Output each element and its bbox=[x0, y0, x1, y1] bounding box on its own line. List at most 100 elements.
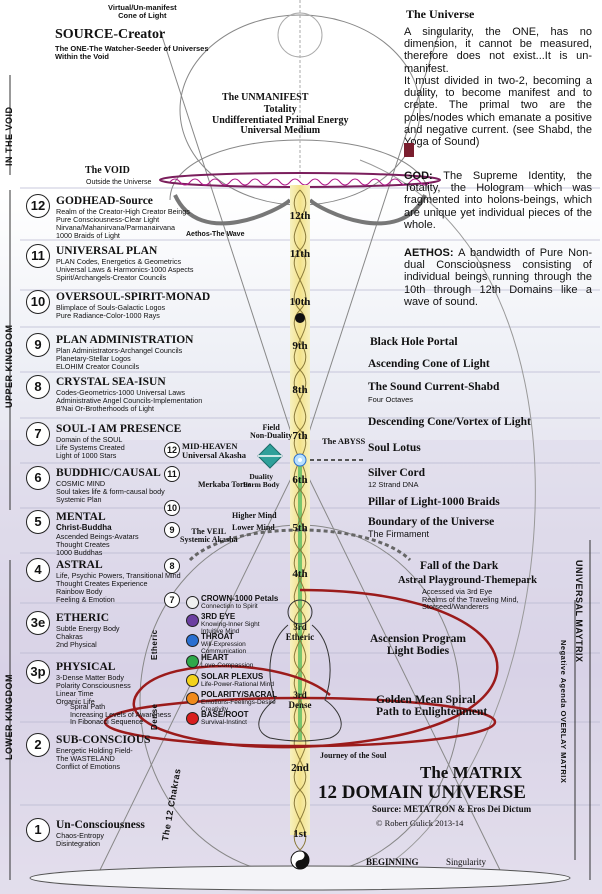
fall-label: Fall of the Dark bbox=[420, 560, 499, 572]
god-label: GOD: bbox=[404, 170, 433, 182]
label-upper-kingdom: UPPER KINGDOM bbox=[4, 324, 14, 408]
aethos-text: A bandwidth of Pure Non-dual Consciousne… bbox=[404, 247, 592, 308]
domain-number: 8 bbox=[26, 375, 50, 399]
domain-line: Pure Radiance-Color-1000 Rays bbox=[56, 311, 160, 320]
dna-braids bbox=[293, 189, 307, 851]
domain-title: MENTAL bbox=[56, 511, 106, 523]
unmanifest-label: The UNMANIFEST bbox=[222, 92, 309, 103]
black-hole-label: Black Hole Portal bbox=[370, 336, 458, 348]
domain-title: UNIVERSAL PLAN bbox=[56, 245, 158, 257]
dna-label: 12 Strand DNA bbox=[368, 480, 419, 489]
domain-line: Thought Creates bbox=[56, 540, 110, 549]
source-credit: Source: METATRON & Eros Dei Dictum bbox=[372, 804, 532, 814]
domain-line: COSMIC MIND bbox=[56, 479, 106, 488]
astral-playground-label: Astral Playground-Themepark bbox=[398, 575, 537, 586]
domain-number: 11 bbox=[26, 244, 50, 268]
domain-universe-title: 12 DOMAIN UNIVERSE bbox=[318, 782, 526, 803]
higher-mind-label: Higher Mind bbox=[232, 511, 277, 520]
veil-label: The VEIL Systemic Akasha bbox=[180, 527, 238, 545]
domain-line: Subtle Energy Body bbox=[56, 624, 120, 633]
copyright-label: © Robert Gulick 2013-14 bbox=[376, 818, 464, 828]
domain-line: Systemic Plan bbox=[56, 495, 102, 504]
domain-title: ETHERIC bbox=[56, 612, 110, 624]
domain-line: Soul takes life & form-causal body bbox=[56, 487, 165, 496]
domain-subtitle: Christ-Buddha bbox=[56, 523, 112, 532]
source-title: SOURCE-Creator bbox=[55, 27, 166, 42]
aethos-arc-left bbox=[173, 194, 292, 226]
domain-title: CRYSTAL SEA-ISUN bbox=[56, 376, 166, 388]
domain-number: 3p bbox=[26, 660, 50, 684]
column-domain-label: 12th bbox=[289, 210, 311, 222]
domain-line: Ascended Beings-Avatars bbox=[56, 532, 139, 541]
soul-lotus-label: Soul Lotus bbox=[368, 442, 421, 454]
domain-line: Life, Psychic Powers, Transitional Mind bbox=[56, 571, 181, 580]
mid-number-11: 11 bbox=[164, 466, 180, 482]
label-in-the-void: IN THE VOID bbox=[4, 106, 14, 166]
domain-line: Linear Time bbox=[56, 689, 94, 698]
chakra-name: SOLAR PLEXUS bbox=[201, 672, 264, 681]
domain-line: Chaos-Entropy bbox=[56, 831, 104, 840]
domain-line: Planetary-Stellar Logos bbox=[56, 354, 131, 363]
mid-number-12: 12 bbox=[164, 442, 180, 458]
pillar-label: Pillar of Light-1000 Braids bbox=[368, 496, 500, 508]
ascending-cone-label: Ascending Cone of Light bbox=[368, 358, 490, 370]
chakra-dot bbox=[186, 614, 199, 627]
abyss-label: The ABYSS bbox=[322, 436, 366, 446]
beginning-label: BEGINNING bbox=[366, 857, 419, 867]
void-title: The VOID bbox=[85, 165, 130, 176]
field-nonduality-label: Field Non-Duality bbox=[250, 423, 293, 441]
domain-number: 6 bbox=[26, 466, 50, 490]
duality-diamond-icon bbox=[257, 443, 283, 469]
mid-number-9: 9 bbox=[164, 522, 180, 538]
golden-spiral-label: Golden Mean Spiral Path to Enlightenment bbox=[376, 694, 488, 719]
chakra-description: Will-Expression Communication bbox=[201, 641, 247, 655]
domain-number: 7 bbox=[26, 422, 50, 446]
domain-line: Organic Life bbox=[56, 697, 95, 706]
column-domain-label: 2nd bbox=[291, 762, 309, 774]
domain-title: GODHEAD-Source bbox=[56, 195, 153, 207]
lower-mind-label: Lower Mind bbox=[232, 523, 275, 532]
domain-line: Rainbow Body bbox=[56, 587, 103, 596]
chakra-name: 3RD EYE bbox=[201, 612, 236, 621]
aethos-label: AETHOS: bbox=[404, 247, 454, 259]
domain-line: Feeling & Emotion bbox=[56, 595, 115, 604]
sound-current-label: The Sound Current-Shabd bbox=[368, 381, 500, 393]
astral-playground-sub: Accessed via 3rd Eye Realms of the Trave… bbox=[422, 587, 519, 612]
chakra-name: HEART bbox=[201, 653, 229, 662]
column-domain-label: 3rd Etheric bbox=[285, 622, 315, 642]
domain-line: Light of 1000 Stars bbox=[56, 451, 117, 460]
mid-heaven-label: MID-HEAVEN Universal Akasha bbox=[182, 441, 246, 460]
domain-number: 9 bbox=[26, 333, 50, 357]
domain-line: Conflict of Emotions bbox=[56, 762, 120, 771]
mid-number-8: 8 bbox=[164, 558, 180, 574]
chakra-description: Knowing-Inner Sight Intuitive Mind bbox=[201, 621, 260, 635]
virtual-cone bbox=[277, 0, 323, 180]
god-paragraph: GOD: The Supreme Identity, the Totality,… bbox=[404, 170, 592, 231]
domain-line: Life Systems Created bbox=[56, 443, 125, 452]
domain-number: 10 bbox=[26, 290, 50, 314]
universe-paragraph-1: A singularity, the ONE, has no dimension… bbox=[404, 26, 592, 75]
domain-title: PLAN ADMINISTRATION bbox=[56, 334, 194, 346]
column-domain-label: 4th bbox=[292, 568, 308, 580]
chakra-dot bbox=[186, 674, 199, 687]
void-subtitle: Outside the Universe bbox=[86, 179, 152, 186]
column-domain-label: 1st bbox=[293, 828, 307, 840]
chakra-dot bbox=[186, 692, 199, 705]
aethos-paragraph: AETHOS: A bandwidth of Pure Non-dual Con… bbox=[404, 247, 592, 308]
column-domain-label: 3rd Dense bbox=[288, 690, 312, 710]
domain-line: Thought Creates Experience bbox=[56, 579, 148, 588]
singularity-label: Singularity bbox=[446, 857, 486, 867]
universe-paragraph-2: It must divided in two-2, becoming a dua… bbox=[404, 75, 592, 149]
universe-title: The Universe bbox=[406, 7, 475, 21]
matrix-title: The MATRIX bbox=[420, 763, 523, 782]
domain-line: Disintegration bbox=[56, 839, 100, 848]
domain-line: Nirvana/Mahanirvana/Parmanairvana bbox=[56, 223, 176, 232]
chakra-description: Love-Compassion bbox=[201, 662, 254, 669]
ascension-label: Ascension Program Light Bodies bbox=[370, 633, 466, 658]
chakra-name: CROWN-1000 Petals bbox=[201, 594, 279, 603]
duality-label: Duality Form Body bbox=[243, 472, 280, 489]
domain-number: 4 bbox=[26, 558, 50, 582]
chakra-dot bbox=[186, 596, 199, 609]
